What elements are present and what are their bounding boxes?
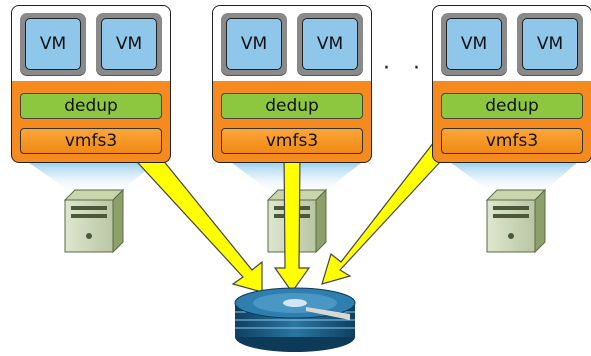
arrow-icon [321, 132, 454, 285]
host-stack: dedup vmfs3 [432, 81, 591, 163]
arrow-icon [273, 149, 311, 294]
vm-area: VM VM [432, 5, 591, 83]
vmfs-layer: vmfs3 [441, 128, 583, 154]
vm-label: VM [101, 18, 157, 70]
server-icon [63, 188, 125, 254]
dedup-layer: dedup [221, 93, 363, 119]
vm-box: VM [297, 13, 363, 75]
dedup-layer: dedup [441, 93, 583, 119]
vm-label: VM [302, 18, 358, 70]
vm-label: VM [522, 18, 578, 70]
host-stack: dedup vmfs3 [11, 81, 171, 163]
vm-area: VM VM [11, 5, 171, 83]
storage-disk-stack-icon [234, 287, 356, 352]
host-stack: dedup vmfs3 [212, 81, 372, 163]
beam-3 [447, 160, 580, 195]
vm-box: VM [517, 13, 583, 75]
vmfs-layer: vmfs3 [20, 128, 162, 154]
vm-box: VM [20, 13, 86, 75]
vm-label: VM [446, 18, 502, 70]
beam-1 [25, 160, 160, 195]
dedup-layer: dedup [20, 93, 162, 119]
host-2: VM VM dedup vmfs3 [212, 5, 374, 163]
vm-label: VM [226, 18, 282, 70]
host-3: VM VM dedup vmfs3 [432, 5, 591, 163]
vm-box: VM [221, 13, 287, 75]
vm-box: VM [96, 13, 162, 75]
vm-area: VM VM [212, 5, 372, 83]
vm-label: VM [25, 18, 81, 70]
host-1: VM VM dedup vmfs3 [11, 5, 173, 163]
vm-box: VM [441, 13, 507, 75]
vmfs-layer: vmfs3 [221, 128, 363, 154]
server-icon [485, 188, 547, 254]
